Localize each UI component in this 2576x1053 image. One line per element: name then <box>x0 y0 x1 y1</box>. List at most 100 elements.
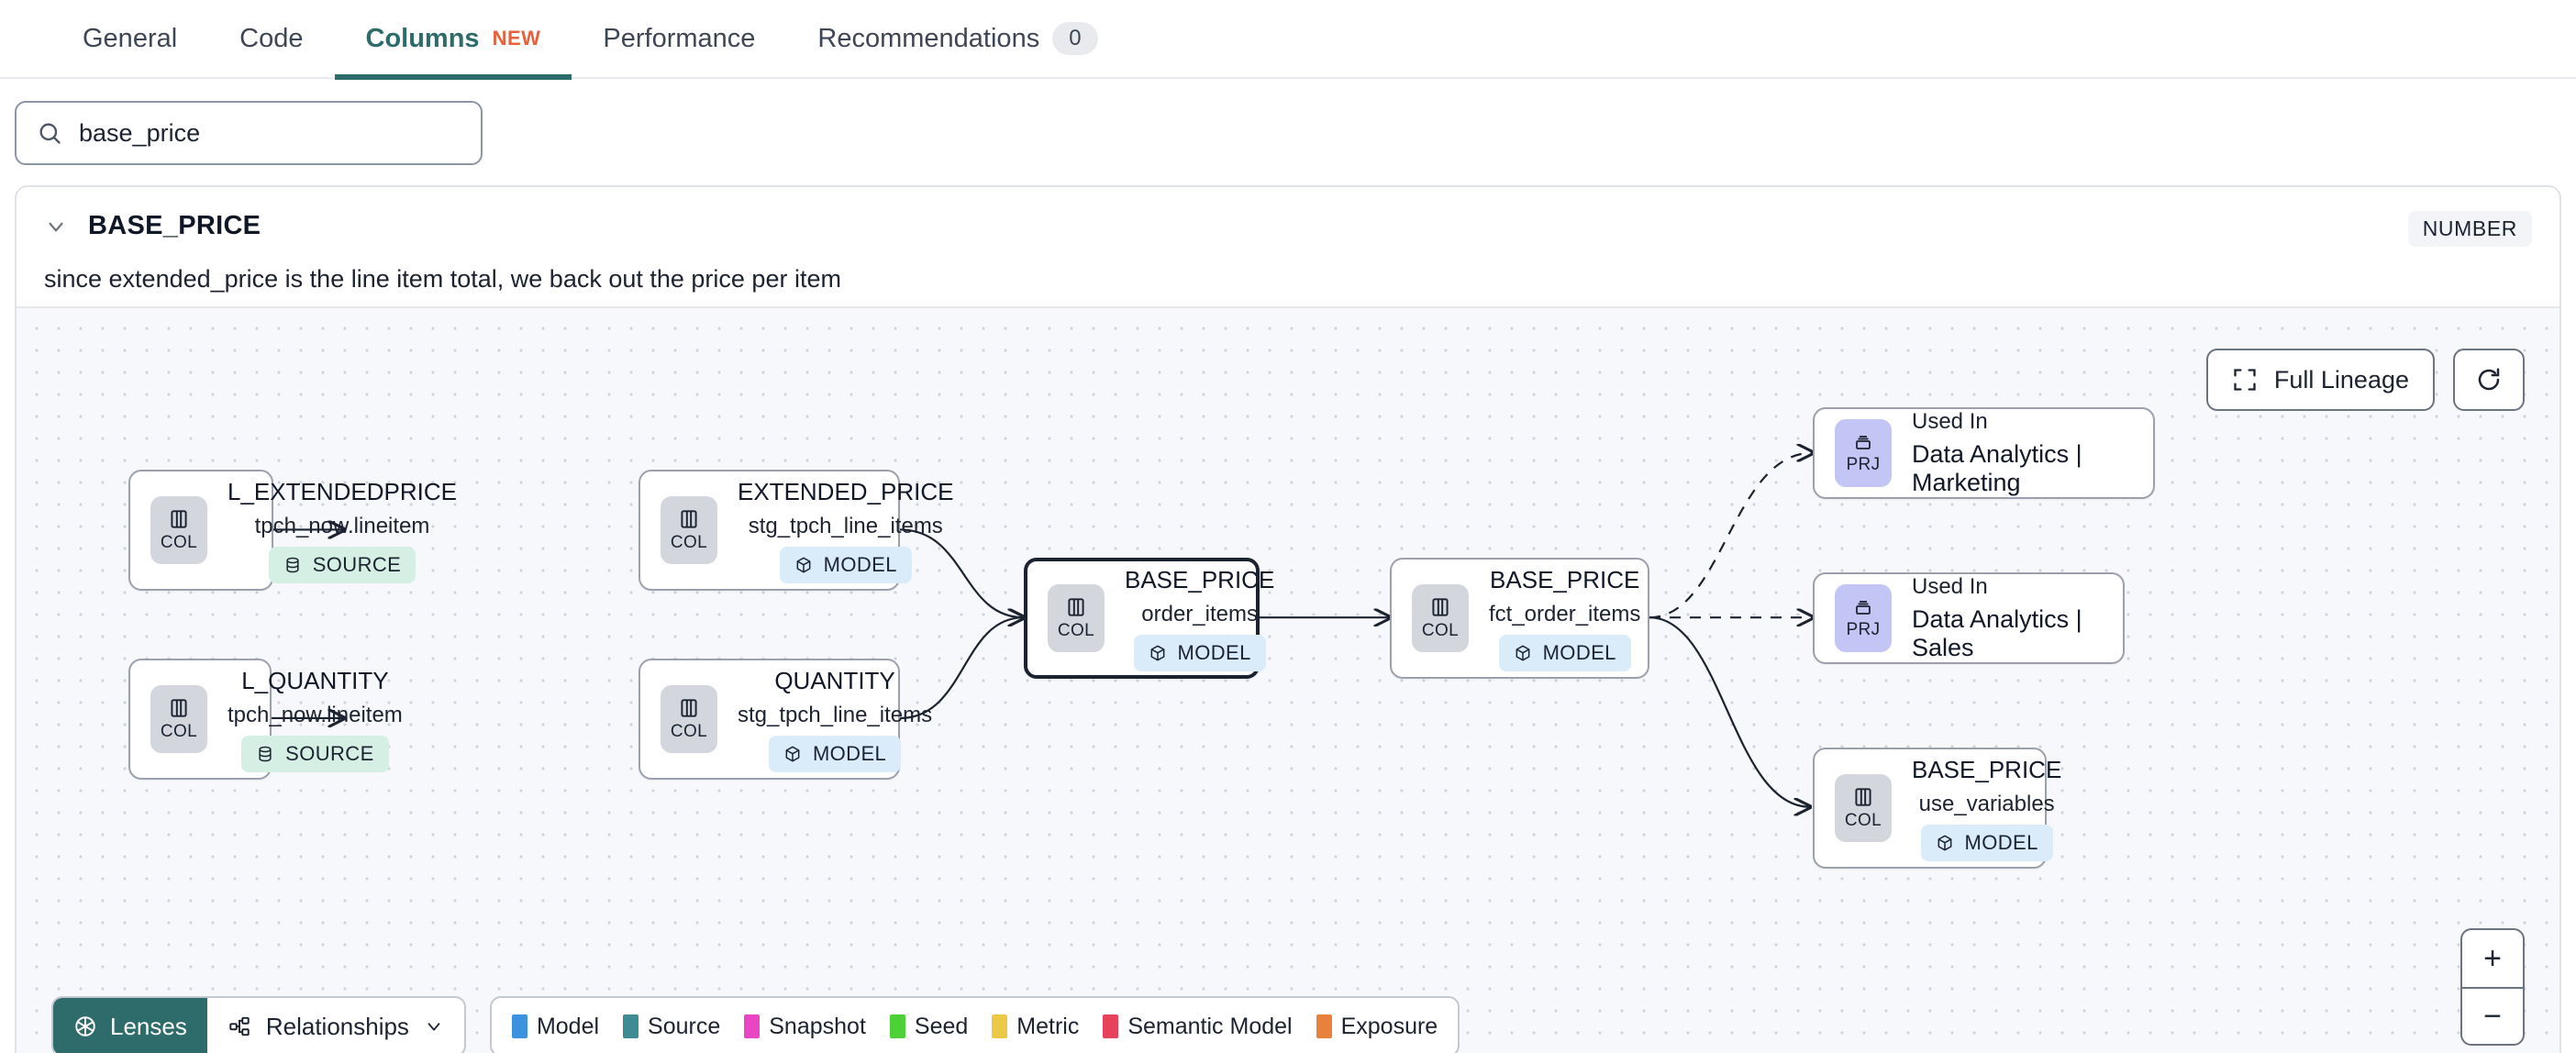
zoom-in-button[interactable]: + <box>2483 940 2502 976</box>
column-badge: COL <box>150 685 207 753</box>
node-type-label: MODEL <box>812 741 887 765</box>
badge-label: PRJ <box>1846 620 1881 639</box>
node-type-tag: MODEL <box>1920 824 2053 861</box>
refresh-button[interactable] <box>2453 349 2525 411</box>
full-lineage-button[interactable]: Full Lineage <box>2205 349 2435 411</box>
tab-label: Recommendations <box>817 23 1040 53</box>
column-icon <box>1428 595 1452 619</box>
node-type-label: MODEL <box>1964 830 2038 854</box>
project-badge: PRJ <box>1835 419 1892 487</box>
node-subtitle: tpch_now.lineitem <box>228 702 403 727</box>
lineage-node-extended-price[interactable]: COL EXTENDED_PRICE stg_tpch_line_items M… <box>638 470 954 591</box>
column-badge: COL <box>1835 774 1892 842</box>
column-badge: COL <box>661 496 717 564</box>
node-type-tag: SOURCE <box>241 735 389 772</box>
tab-bar: General Code Columns NEW Performance Rec… <box>0 0 2576 80</box>
column-type-badge: NUMBER <box>2407 211 2532 247</box>
column-icon <box>1851 785 1875 809</box>
tab-recommendations[interactable]: Recommendations 0 <box>786 0 1128 78</box>
column-icon <box>677 696 701 720</box>
column-badge: COL <box>661 685 717 753</box>
node-type-tag: MODEL <box>768 735 902 772</box>
cube-icon <box>1149 644 1167 662</box>
cube-icon <box>1514 644 1532 662</box>
node-subtitle: tpch_now.lineitem <box>254 513 430 538</box>
search-input[interactable] <box>79 118 461 148</box>
legend-swatch <box>744 1014 761 1038</box>
page-title: BASE_PRICE <box>88 211 261 240</box>
column-badge: COL <box>1048 584 1105 652</box>
legend-swatch <box>1103 1014 1119 1038</box>
legend-label: Source <box>648 1013 721 1039</box>
lineage-node-l-quantity[interactable]: COL L_QUANTITY tpch_now.lineitem SOURCE <box>128 659 403 780</box>
search-box[interactable] <box>15 101 483 165</box>
tab-label: Columns <box>365 23 480 53</box>
relationships-dropdown[interactable]: Relationships <box>207 998 464 1053</box>
column-description: since extended_price is the line item to… <box>44 265 841 293</box>
node-title: BASE_PRICE <box>1125 565 1275 593</box>
tab-general[interactable]: General <box>51 0 208 78</box>
cube-icon <box>1936 834 1954 852</box>
node-subtitle: stg_tpch_line_items <box>738 702 933 727</box>
node-subtitle: order_items <box>1141 601 1258 626</box>
lenses-label: Lenses <box>110 1012 187 1040</box>
chevron-down-icon[interactable] <box>44 215 68 238</box>
lineage-node-quantity[interactable]: COL QUANTITY stg_tpch_line_items MODEL <box>638 659 932 780</box>
lineage-node-base-price-order-items[interactable]: COL BASE_PRICE order_items MODEL <box>1024 558 1274 679</box>
lineage-node-project-sales[interactable]: PRJ Used In Data Analytics | Sales <box>1813 572 2125 664</box>
lineage-node-l-extendedprice[interactable]: COL L_EXTENDEDPRICE tpch_now.lineitem SO… <box>128 470 457 591</box>
badge-label: COL <box>670 722 708 741</box>
database-icon <box>256 745 274 763</box>
column-badge: COL <box>1412 584 1469 652</box>
tab-columns[interactable]: Columns NEW <box>334 0 572 80</box>
lineage-node-base-price-use-variables[interactable]: COL BASE_PRICE use_variables MODEL <box>1813 748 2061 869</box>
badge-label: COL <box>670 533 708 552</box>
badge-label: PRJ <box>1846 455 1881 474</box>
project-used-in-label: Used In <box>1912 409 1988 434</box>
badge-label: COL <box>160 722 198 741</box>
project-name: Data Analytics | Sales <box>1912 605 2082 661</box>
tab-code[interactable]: Code <box>208 0 334 78</box>
canvas-toolbar: Full Lineage <box>2205 349 2525 411</box>
project-used-in-label: Used In <box>1912 574 1988 599</box>
node-type-tag: SOURCE <box>268 546 416 583</box>
project-badge: PRJ <box>1835 584 1892 652</box>
zoom-out-button[interactable]: − <box>2462 987 2523 1044</box>
column-icon <box>167 696 191 720</box>
node-subtitle: fct_order_items <box>1489 601 1641 626</box>
column-card: BASE_PRICE NUMBER since extended_price i… <box>15 185 2561 1053</box>
tab-new-badge: NEW <box>492 27 541 50</box>
search-section <box>0 79 2576 165</box>
column-icon <box>167 507 191 531</box>
legend-item-source: Source <box>623 1014 720 1040</box>
node-type-label: SOURCE <box>285 741 374 765</box>
node-type-tag: MODEL <box>1133 634 1266 671</box>
lineage-edges <box>272 308 2559 1053</box>
cube-icon <box>794 556 813 574</box>
lenses-group: Lenses Relationships <box>51 996 466 1053</box>
legend-label: Model <box>536 1013 600 1039</box>
tab-label: General <box>83 23 178 53</box>
node-title: L_EXTENDEDPRICE <box>228 477 457 505</box>
node-title: QUANTITY <box>774 666 895 694</box>
column-icon <box>1064 595 1088 619</box>
lineage-canvas[interactable]: Full Lineage COL <box>17 306 2559 1053</box>
legend-swatch <box>1316 1014 1332 1038</box>
legend-item-exposure: Exposure <box>1316 1014 1438 1040</box>
legend-item-snapshot: Snapshot <box>744 1014 866 1040</box>
lineage-node-project-marketing[interactable]: PRJ Used In Data Analytics | Marketing <box>1813 407 2155 499</box>
expand-icon <box>2232 367 2258 393</box>
tab-performance[interactable]: Performance <box>572 0 786 78</box>
legend-label: Exposure <box>1340 1013 1438 1039</box>
node-title: BASE_PRICE <box>1490 565 1640 593</box>
lineage-node-base-price-fct-order-items[interactable]: COL BASE_PRICE fct_order_items MODEL <box>1390 558 1649 679</box>
chevron-down-icon <box>424 1016 444 1036</box>
node-type-label: MODEL <box>823 552 897 576</box>
column-badge: COL <box>150 496 207 564</box>
node-type-label: SOURCE <box>312 552 402 576</box>
lenses-button[interactable]: Lenses <box>53 998 207 1053</box>
search-icon <box>37 120 62 146</box>
tab-label: Code <box>239 23 304 53</box>
legend-item-metric: Metric <box>992 1014 1079 1040</box>
aperture-icon <box>73 1014 97 1038</box>
